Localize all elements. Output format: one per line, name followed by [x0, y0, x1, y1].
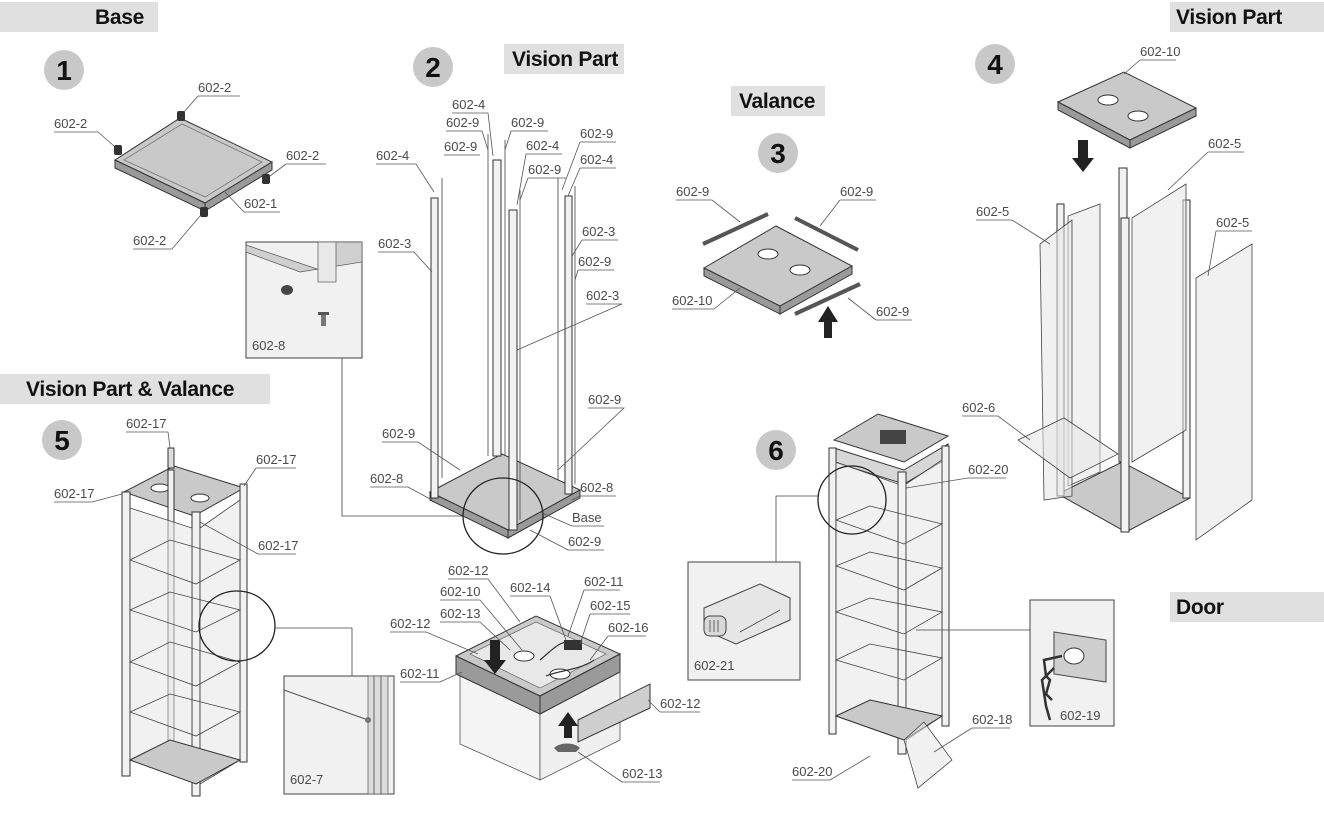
header-valance: Valance: [731, 86, 825, 116]
part-callout-label: 602-9: [676, 184, 709, 199]
part-callout-label: 602-3: [586, 288, 619, 303]
valance-assembly: [454, 615, 651, 781]
step4-callouts: 602-10 602-5 602-5 602-5 602-6: [962, 44, 1252, 441]
step3-valance: [702, 212, 861, 338]
step-badge-4: 4: [975, 44, 1015, 84]
part-callout-label: 602-21: [694, 658, 734, 673]
part-callout-label: 602-18: [972, 712, 1012, 727]
part-callout-label: 602-2: [54, 116, 87, 131]
detail-602-7: 602-7: [283, 675, 395, 795]
part-callout-label: 3: [770, 138, 786, 169]
part-callout-label: 602-9: [588, 392, 621, 407]
part-callout-label: 602-9: [382, 426, 415, 441]
part-callout-label: 602-9: [580, 126, 613, 141]
part-callout-label: 602-9: [511, 115, 544, 130]
valance-callouts: 602-12 602-10 602-13 602-14 602-11 602-1…: [390, 563, 700, 783]
step2-callouts: 602-4 602-9 602-9 602-4 602-9 602-9 602-…: [370, 97, 626, 551]
part-callout-label: 602-4: [526, 138, 559, 153]
step-badge-3: 3: [758, 133, 798, 173]
part-callout-label: 602-9: [578, 254, 611, 269]
part-callout-label: 602-8: [580, 480, 613, 495]
step-badge-2: 2: [413, 47, 453, 87]
step4-vision-part: [1017, 71, 1253, 541]
part-callout-label: 602-16: [608, 620, 648, 635]
part-callout-label: 602-20: [792, 764, 832, 779]
part-callout-label: 602-10: [1140, 44, 1180, 59]
detail-602-21: 602-21: [687, 561, 801, 681]
part-callout-label: 602-3: [582, 224, 615, 239]
header-vision-part-4: Vision Part: [1170, 2, 1324, 32]
header-vision-part-valance-label: Vision Part & Valance: [26, 378, 235, 401]
part-callout-label: 602-13: [440, 606, 480, 621]
part-callout-label: 602-1: [244, 196, 277, 211]
header-vision-part-2-label: Vision Part: [512, 48, 619, 71]
header-vision-part-2: Vision Part: [504, 44, 624, 74]
step3-callouts: 602-9 602-9 602-10 602-9: [672, 184, 912, 321]
step6-callouts: 602-20 602-18 602-20: [792, 462, 1012, 781]
part-callout-label: 4: [987, 49, 1003, 80]
step-badge-6: 6: [756, 430, 796, 470]
part-callout-label: 6: [768, 435, 784, 466]
part-callout-label: 602-2: [198, 80, 231, 95]
step5-cabinet: [121, 447, 353, 797]
part-callout-label: 602-7: [290, 772, 323, 787]
step2-frame: [428, 134, 582, 555]
part-callout-label: 602-5: [976, 204, 1009, 219]
part-callout-label: 602-14: [510, 580, 550, 595]
header-valance-label: Valance: [739, 90, 816, 113]
part-callout-label: 602-17: [256, 452, 296, 467]
part-callout-label: 602-13: [622, 766, 662, 781]
part-callout-label: 602-4: [452, 97, 485, 112]
part-callout-label: 602-9: [444, 139, 477, 154]
part-callout-label: 602-9: [528, 162, 561, 177]
part-callout-label: 602-3: [378, 236, 411, 251]
step-badge-1: 1: [44, 50, 84, 90]
step1-callouts: 602-2 602-2 602-2 602-1 602-2: [54, 80, 326, 250]
part-callout-label: 602-11: [584, 574, 624, 589]
part-callout-label: 602-10: [440, 584, 480, 599]
part-callout-label: 602-12: [390, 616, 430, 631]
header-base-label: Base: [95, 6, 145, 29]
part-callout-label: 602-6: [962, 400, 995, 415]
part-callout-label: Base: [572, 510, 602, 525]
part-callout-label: 602-17: [258, 538, 298, 553]
part-callout-label: 602-9: [876, 304, 909, 319]
header-base: Base: [0, 2, 158, 32]
part-callout-label: 602-4: [580, 152, 613, 167]
part-callout-label: 602-8: [252, 338, 285, 353]
part-callout-label: 602-9: [840, 184, 873, 199]
header-door-label: Door: [1176, 596, 1224, 619]
part-callout-label: 602-5: [1208, 136, 1241, 151]
part-callout-label: 602-12: [448, 563, 488, 578]
header-vision-part-4-label: Vision Part: [1176, 6, 1283, 29]
part-callout-label: 602-15: [590, 598, 630, 613]
part-callout-label: 602-12: [660, 696, 700, 711]
part-callout-label: 602-17: [126, 416, 166, 431]
part-callout-label: 602-2: [286, 148, 319, 163]
step5-callouts: 602-17 602-17 602-17 602-17: [54, 416, 298, 555]
part-callout-label: 602-19: [1060, 708, 1100, 723]
part-callout-label: 602-9: [568, 534, 601, 549]
detail-602-8: 602-8: [245, 241, 492, 517]
part-callout-label: 602-4: [376, 148, 409, 163]
step-badge-5: 5: [42, 420, 82, 460]
part-callout-label: 602-11: [400, 666, 440, 681]
step6-cabinet-door: [688, 413, 1030, 789]
part-callout-label: 602-10: [672, 293, 712, 308]
part-callout-label: 602-9: [446, 115, 479, 130]
header-door: Door: [1170, 592, 1324, 622]
part-callout-label: 602-20: [968, 462, 1008, 477]
part-callout-label: 602-5: [1216, 215, 1249, 230]
header-vision-part-valance: Vision Part & Valance: [0, 374, 270, 404]
part-callout-label: 602-8: [370, 471, 403, 486]
part-callout-label: 5: [54, 425, 70, 456]
detail-602-19: 602-19: [1029, 599, 1115, 727]
part-callout-label: 1: [56, 55, 72, 86]
part-callout-label: 602-2: [133, 233, 166, 248]
part-callout-label: 2: [425, 52, 441, 83]
part-callout-label: 602-17: [54, 486, 94, 501]
step1-base-plate: [113, 111, 274, 217]
